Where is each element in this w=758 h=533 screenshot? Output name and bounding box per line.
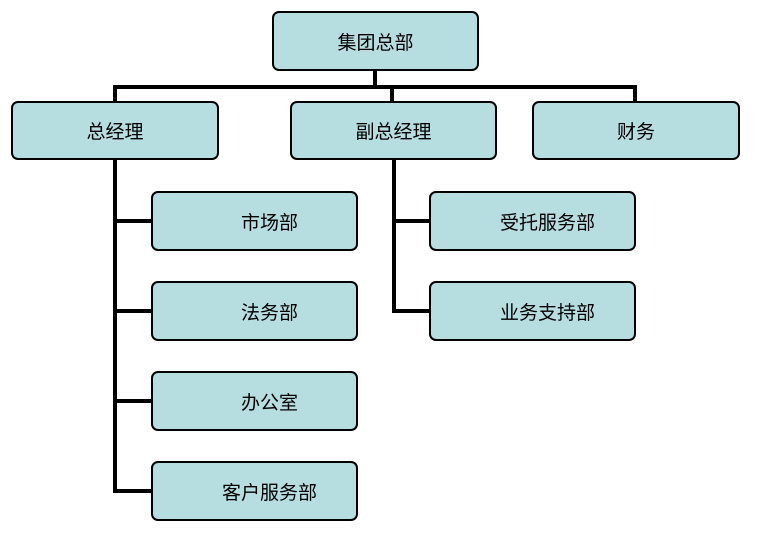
node-general-manager: 总经理 [11,101,219,160]
node-label: 业务支持部 [499,301,595,324]
node-market-dept: 市场部 [151,191,358,251]
node-trust-service-dept: 受托服务部 [429,191,636,251]
node-label: 总经理 [86,121,144,143]
node-finance: 财务 [532,101,740,160]
node-customer-service-dept: 客户服务部 [151,461,358,521]
node-deputy-general-manager: 副总经理 [290,101,497,160]
node-label: 财务 [616,121,655,143]
node-label: 集团总部 [337,31,414,54]
node-label: 副总经理 [355,121,432,143]
node-label: 受托服务部 [499,211,595,234]
node-label: 客户服务部 [221,481,317,504]
node-group-hq: 集团总部 [272,11,479,71]
node-business-support-dept: 业务支持部 [429,281,636,341]
node-office: 办公室 [151,371,358,431]
node-label: 办公室 [240,391,298,414]
node-legal-dept: 法务部 [151,281,358,341]
node-label: 市场部 [240,211,298,234]
node-label: 法务部 [240,301,298,324]
